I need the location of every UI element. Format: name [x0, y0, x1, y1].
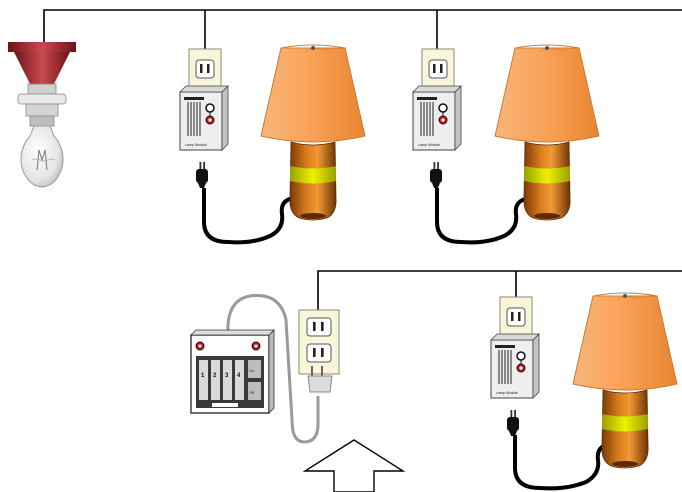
lamp-2 [494, 44, 600, 221]
lamp-cord-3 [513, 435, 611, 491]
controller-cord [226, 294, 320, 444]
ceiling-light-fixture [8, 42, 76, 188]
light-bulb-icon [20, 125, 64, 188]
bottom-power-line [317, 270, 682, 310]
controller-unit-3: 3 [225, 373, 229, 379]
controller-on-label: On [249, 369, 254, 373]
controller-unit-2: 2 [213, 373, 217, 379]
wall-outlet-2 [421, 48, 455, 92]
lamp-module-1: Lamp Module [179, 85, 229, 151]
x10-controller: 1 2 3 4 On Off [190, 329, 275, 414]
wall-outlet-1 [188, 48, 222, 92]
controller-off-label: Off [249, 391, 254, 395]
lamp-1 [260, 44, 366, 221]
lamp-module-label-3: Lamp Module [496, 391, 518, 395]
controller-unit-buttons: 1 2 3 4 [199, 360, 244, 400]
plug-icon [430, 162, 442, 188]
wall-outlet-duplex [298, 309, 340, 393]
up-arrow-icon [302, 439, 406, 492]
controller-unit-4: 4 [237, 373, 241, 379]
wall-outlet-3 [499, 296, 533, 340]
controller-unit-1: 1 [201, 373, 205, 379]
lamp-3 [572, 292, 678, 469]
plug-icon [507, 410, 519, 436]
lamp-module-3: Lamp Module [490, 333, 540, 399]
lamp-cord-2 [435, 188, 531, 245]
lamp-module-label-2: Lamp Module [418, 143, 440, 147]
lamp-cord-1 [202, 188, 295, 245]
lamp-module-label-1: Lamp Module [185, 143, 207, 147]
lamp-module-2: Lamp Module [412, 85, 462, 151]
plug-icon [196, 162, 208, 188]
top-power-line [43, 9, 682, 42]
